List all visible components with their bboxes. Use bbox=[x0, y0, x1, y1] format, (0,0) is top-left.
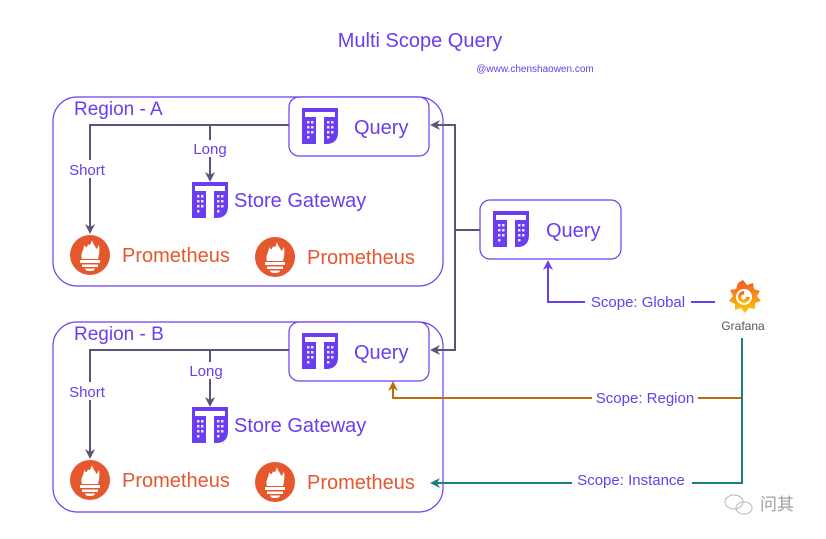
grafana-label: Grafana bbox=[721, 319, 765, 333]
prometheus-node-b1[interactable]: Prometheus bbox=[70, 460, 230, 500]
region-b-label: Region - B bbox=[74, 324, 164, 345]
global-query-node[interactable]: Query bbox=[479, 199, 622, 260]
store-gateway-node-a[interactable]: Store Gateway bbox=[192, 182, 366, 218]
thanos-icon bbox=[192, 407, 228, 443]
edge-long-b-label: Long bbox=[189, 363, 222, 380]
prometheus-icon bbox=[255, 237, 295, 277]
prometheus-b1-label: Prometheus bbox=[122, 470, 230, 492]
edge-global-to-region-b bbox=[430, 230, 456, 355]
store-gateway-a-label: Store Gateway bbox=[234, 190, 366, 212]
grafana-icon bbox=[729, 280, 761, 313]
credit-text: @www.chenshaowen.com bbox=[476, 64, 593, 75]
prometheus-icon bbox=[70, 460, 110, 500]
thanos-icon bbox=[192, 182, 228, 218]
edge-scope-instance bbox=[430, 338, 743, 488]
prometheus-node-b2[interactable]: Prometheus bbox=[255, 462, 415, 502]
scope-region-label: Scope: Region bbox=[596, 390, 694, 407]
edge-short-b-label: Short bbox=[69, 384, 106, 401]
query-b-label: Query bbox=[354, 342, 408, 364]
prometheus-b2-label: Prometheus bbox=[307, 472, 415, 494]
region-a: Region - A Short Long Query Store Gatewa… bbox=[52, 96, 444, 287]
thanos-icon bbox=[302, 108, 338, 144]
thanos-icon bbox=[302, 333, 338, 369]
query-node-a[interactable]: Query bbox=[288, 96, 430, 157]
edge-short-a bbox=[85, 124, 289, 234]
prometheus-node-a1[interactable]: Prometheus bbox=[70, 235, 230, 275]
store-gateway-b-label: Store Gateway bbox=[234, 415, 366, 437]
edge-short-b bbox=[85, 349, 289, 459]
diagram-title: Multi Scope Query bbox=[338, 30, 503, 52]
scope-instance-label: Scope: Instance bbox=[577, 472, 685, 489]
prometheus-a2-label: Prometheus bbox=[307, 247, 415, 269]
edge-long-a-label: Long bbox=[193, 141, 226, 158]
thanos-icon bbox=[493, 211, 529, 247]
watermark-label: 问其 bbox=[760, 495, 794, 514]
prometheus-icon bbox=[255, 462, 295, 502]
region-a-border bbox=[52, 96, 444, 287]
region-b: Region - B Short Long Query Store Gatewa… bbox=[52, 321, 444, 513]
prometheus-a1-label: Prometheus bbox=[122, 245, 230, 267]
store-gateway-node-b[interactable]: Store Gateway bbox=[192, 407, 366, 443]
watermark: 问其 bbox=[724, 494, 794, 515]
wechat-icon bbox=[724, 494, 753, 515]
grafana-node[interactable]: Grafana bbox=[721, 280, 765, 333]
scope-global-label: Scope: Global bbox=[591, 294, 685, 311]
region-b-border bbox=[52, 321, 444, 513]
region-a-label: Region - A bbox=[74, 99, 163, 120]
query-node-b[interactable]: Query bbox=[288, 321, 430, 382]
prometheus-node-a2[interactable]: Prometheus bbox=[255, 237, 415, 277]
query-a-label: Query bbox=[354, 117, 408, 139]
edge-global-to-region-a bbox=[430, 120, 480, 231]
edge-short-a-label: Short bbox=[69, 162, 106, 179]
global-query-label: Query bbox=[546, 220, 600, 242]
prometheus-icon bbox=[70, 235, 110, 275]
